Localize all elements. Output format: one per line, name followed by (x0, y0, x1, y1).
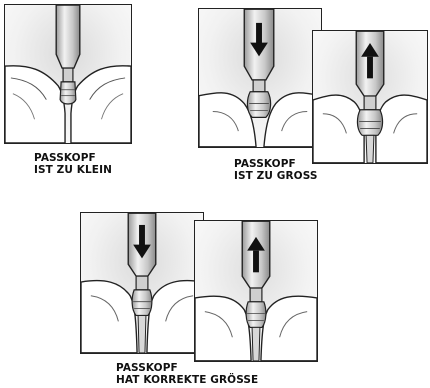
panel-correct-up (194, 220, 318, 362)
panel-too-large-up (312, 30, 428, 164)
illustration-too-small (5, 5, 131, 143)
illustration-correct-up (195, 221, 317, 361)
caption-too-large-line1: PASSKOPF (234, 158, 318, 170)
caption-correct-line2: HAT KORREKTE GRÖSSE (116, 374, 258, 386)
caption-too-small: PASSKOPF IST ZU KLEIN (34, 152, 112, 176)
caption-too-large-line2: IST ZU GROSS (234, 170, 318, 182)
panel-correct-down (80, 212, 204, 354)
caption-too-large: PASSKOPF IST ZU GROSS (234, 158, 318, 182)
caption-too-small-line2: IST ZU KLEIN (34, 164, 112, 176)
caption-correct-line1: PASSKOPF (116, 362, 258, 374)
panel-too-small (4, 4, 132, 144)
illustration-correct-down (81, 213, 203, 353)
panel-too-large-down (198, 8, 322, 148)
caption-correct: PASSKOPF HAT KORREKTE GRÖSSE (116, 362, 258, 386)
illustration-too-large-up (313, 31, 427, 163)
illustration-too-large-down (199, 9, 321, 147)
caption-too-small-line1: PASSKOPF (34, 152, 112, 164)
